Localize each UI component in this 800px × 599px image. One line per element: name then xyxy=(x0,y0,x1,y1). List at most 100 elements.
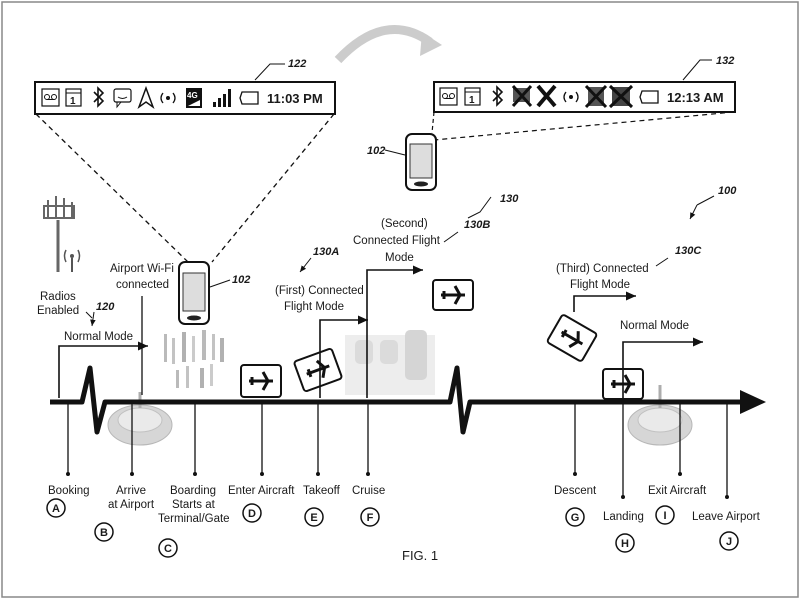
note-radios-1: Radios xyxy=(40,291,76,303)
signal-disabled-icon xyxy=(608,84,634,109)
figure-caption: FIG. 1 xyxy=(402,548,438,563)
transition-arrow xyxy=(334,25,442,64)
phone-device-airport xyxy=(178,261,210,325)
event-dot-h xyxy=(621,495,625,499)
bluetooth-icon xyxy=(93,86,105,108)
airport-building-image-left xyxy=(107,392,173,446)
event-marker-letter-c: C xyxy=(164,543,172,555)
event-label-b-2: at Airport xyxy=(108,499,155,511)
status-bar-right: 1 12:13 AM xyxy=(433,81,736,113)
mode-second-line2: Connected Flight xyxy=(353,235,441,247)
event-dot-d xyxy=(260,472,264,476)
event-label-c-3: Terminal/Gate xyxy=(158,513,230,525)
ref-102-airport: 102 xyxy=(232,274,250,286)
event-dot-b xyxy=(130,472,134,476)
calendar-icon: 1 xyxy=(464,87,481,106)
airplane-icon-cruise xyxy=(432,279,474,311)
event-label-e: Takeoff xyxy=(303,485,341,497)
svg-text:1: 1 xyxy=(70,96,76,107)
mode-second-line3: Mode xyxy=(385,252,414,264)
calendar-icon: 1 xyxy=(65,88,82,107)
chat-disabled-icon xyxy=(511,84,533,108)
event-marker-d xyxy=(242,503,262,523)
airplane-icon-enter-aircraft xyxy=(240,364,282,398)
event-label-b-1: Arrive xyxy=(116,485,146,497)
note-wifi-1: Airport Wi-Fi xyxy=(110,263,174,275)
ref-102-top: 102 xyxy=(367,145,385,157)
battery-icon xyxy=(639,90,659,104)
event-marker-b xyxy=(94,522,114,542)
event-marker-g xyxy=(565,507,585,527)
ref-130A: 130A xyxy=(313,246,339,258)
event-dot-c xyxy=(193,472,197,476)
event-marker-letter-h: H xyxy=(621,538,629,550)
airport-building-image-right xyxy=(627,385,693,446)
voicemail-icon xyxy=(41,88,60,107)
ref-120: 120 xyxy=(96,301,115,313)
event-dot-f xyxy=(366,472,370,476)
terminal-crowd-image xyxy=(164,330,224,388)
ref-130C: 130C xyxy=(675,245,702,257)
svg-text:1: 1 xyxy=(469,95,475,106)
airplane-icon-descent xyxy=(546,314,598,362)
airplane-icon-takeoff xyxy=(293,347,343,393)
event-marker-f xyxy=(360,507,380,527)
event-label-g: Descent xyxy=(554,485,597,497)
status-time-left: 11:03 PM xyxy=(267,91,323,106)
ref-130B: 130B xyxy=(464,219,490,231)
event-marker-letter-a: A xyxy=(52,503,60,515)
timeline-axis xyxy=(50,365,766,435)
event-dot-i xyxy=(678,472,682,476)
mode-second-line1: (Second) xyxy=(381,218,428,230)
ref-130: 130 xyxy=(500,193,519,205)
battery-icon xyxy=(239,91,259,105)
mode-third-line1: (Third) Connected xyxy=(556,263,649,275)
event-marker-a xyxy=(46,498,66,518)
event-label-c-1: Boarding xyxy=(170,485,216,497)
svg-text:4G: 4G xyxy=(187,91,198,100)
event-marker-j xyxy=(719,531,739,551)
4g-icon: 4G xyxy=(186,88,202,108)
event-marker-letter-e: E xyxy=(310,512,317,524)
normal-mode-end-label: Normal Mode xyxy=(620,320,689,332)
event-marker-c xyxy=(158,538,178,558)
wireless-icon xyxy=(563,91,579,103)
event-marker-e xyxy=(304,507,324,527)
note-wifi-2: connected xyxy=(116,279,169,291)
event-label-i: Exit Aircraft xyxy=(648,485,707,497)
antenna-icon xyxy=(63,249,81,272)
cell-tower-icon xyxy=(43,196,75,272)
navigation-disabled-icon xyxy=(536,84,557,108)
status-bar-left: 1 4G 11:03 PM xyxy=(34,81,336,115)
normal-mode-start-label: Normal Mode xyxy=(64,331,133,343)
phone-device-top xyxy=(405,133,437,191)
ref-132: 132 xyxy=(716,55,734,67)
chat-icon xyxy=(113,88,132,109)
event-marker-letter-i: I xyxy=(663,510,666,522)
cabin-image-cruise xyxy=(345,330,435,395)
4g-disabled-icon xyxy=(584,84,608,109)
event-marker-letter-f: F xyxy=(367,512,374,524)
event-label-j: Leave Airport xyxy=(692,511,761,523)
event-dot-g xyxy=(573,472,577,476)
event-label-a: Booking xyxy=(48,485,90,497)
event-marker-letter-g: G xyxy=(571,512,580,524)
note-radios-2: Enabled xyxy=(37,305,79,317)
mode-first-line1: (First) Connected xyxy=(275,285,364,297)
ref-100: 100 xyxy=(718,185,737,197)
event-label-c-2: Starts at xyxy=(172,499,216,511)
voicemail-icon xyxy=(439,87,458,106)
event-marker-h xyxy=(615,533,635,553)
event-label-h: Landing xyxy=(603,511,644,523)
navigation-icon xyxy=(137,85,155,110)
event-marker-i xyxy=(655,505,675,525)
bluetooth-icon xyxy=(492,85,504,107)
signal-icon xyxy=(213,89,231,107)
mode-third-line2: Flight Mode xyxy=(570,279,630,291)
event-dot-j xyxy=(725,495,729,499)
wireless-icon xyxy=(160,92,176,104)
event-label-d: Enter Aircraft xyxy=(228,485,295,497)
ref-122: 122 xyxy=(288,58,306,70)
